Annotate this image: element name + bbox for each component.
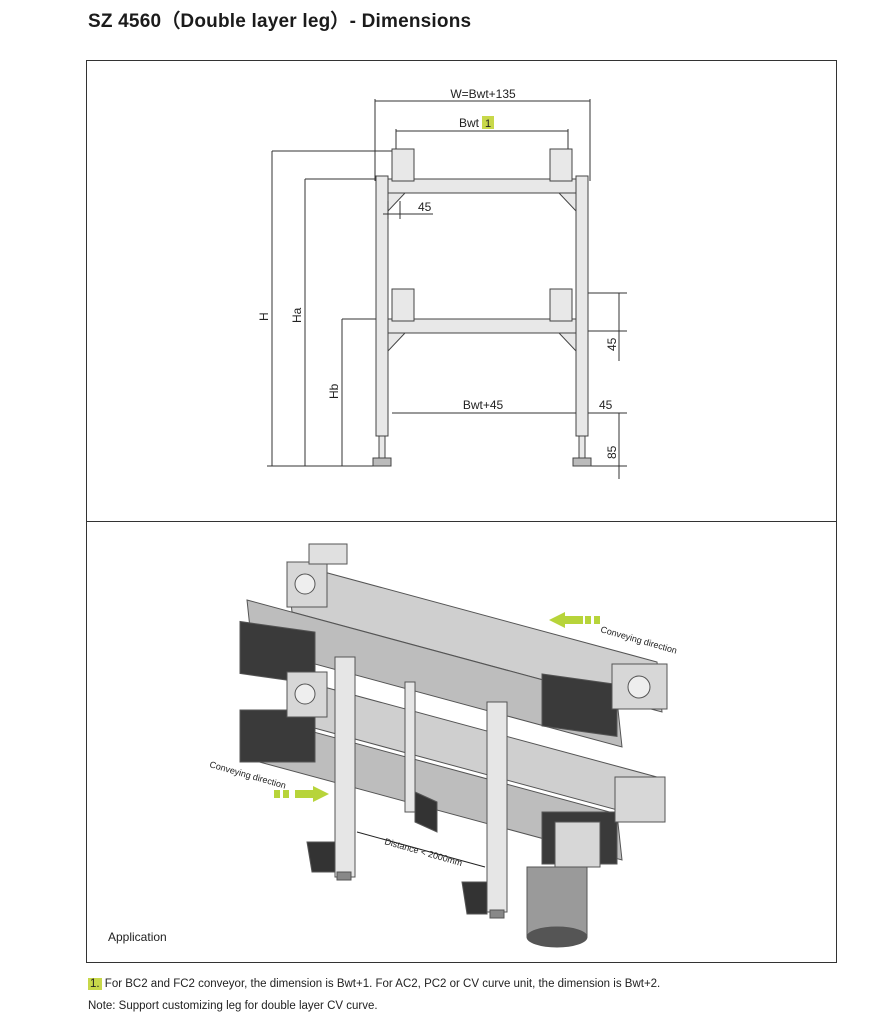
footnote-ref: 1.	[88, 978, 102, 990]
dim-45-bottom: 45	[599, 398, 613, 412]
bwt-dimension-label: Bwt	[459, 116, 480, 130]
application-label: Application	[108, 930, 167, 944]
footnote-1: 1. For BC2 and FC2 conveyor, the dimensi…	[88, 973, 660, 995]
dim-bwt45: Bwt+45	[463, 398, 504, 412]
dim-45-top: 45	[418, 200, 432, 214]
bwt-ref-number: 1	[485, 118, 491, 130]
application-panel: Conveying direction Conveying direction …	[86, 521, 837, 963]
bwt-ref-highlight	[482, 116, 494, 129]
dimension-drawing: W=Bwt+135 Bwt 1 45 45 Bwt+45 45 85 H Ha …	[257, 87, 627, 479]
w-dimension-label: W=Bwt+135	[450, 87, 516, 101]
page-title: SZ 4560（Double layer leg）- Dimensions	[88, 11, 472, 32]
dim-45-right: 45	[605, 337, 619, 351]
footnotes: 1. For BC2 and FC2 conveyor, the dimensi…	[88, 973, 660, 1017]
application-illustration: Conveying direction Conveying direction …	[208, 543, 678, 948]
h-label: H	[257, 312, 271, 321]
ha-label: Ha	[290, 307, 304, 323]
hb-label: Hb	[327, 383, 341, 399]
dimension-drawing-panel: W=Bwt+135 Bwt 1 45 45 Bwt+45 45 85 H Ha …	[86, 60, 837, 522]
dim-85: 85	[605, 445, 619, 459]
footnote-2: Note: Support customizing leg for double…	[88, 1000, 378, 1012]
distance-label: Distance < 2000mm	[383, 836, 463, 868]
footnote-text: For BC2 and FC2 conveyor, the dimension …	[104, 978, 661, 990]
